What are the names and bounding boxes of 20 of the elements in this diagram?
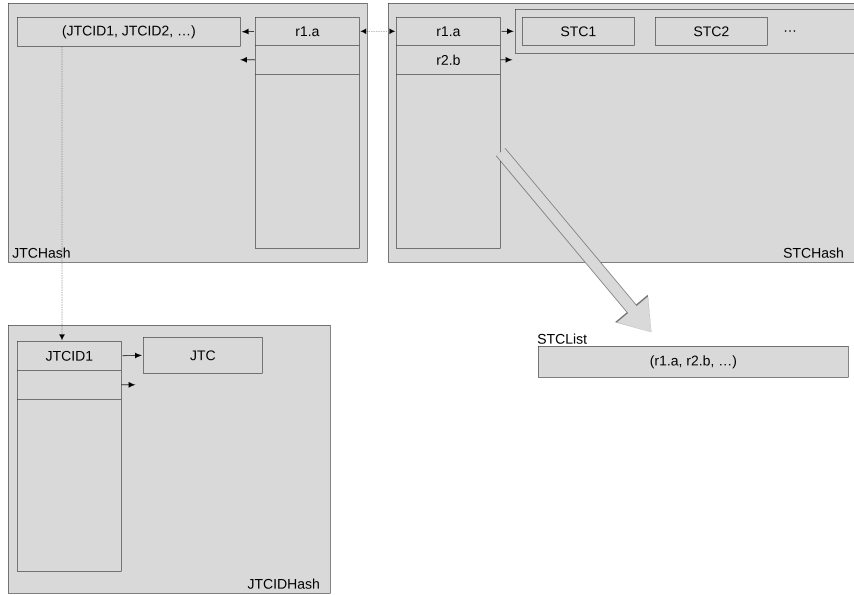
table-cell: JTCID1	[17, 341, 122, 371]
object-box: JTC	[143, 337, 263, 374]
list-box: (r1.a, r2.b, …) STCList	[538, 334, 849, 378]
arrow	[501, 28, 514, 34]
table-cell: r2.b	[396, 45, 501, 75]
table-cell: r1.a	[396, 17, 501, 46]
dotted-arrow	[59, 46, 65, 340]
arrow	[240, 57, 256, 62]
arrow	[122, 352, 142, 358]
list-box: (JTCID1, JTCID2, …)	[17, 17, 241, 47]
arrow	[121, 382, 135, 388]
arrow	[242, 28, 254, 34]
table-cell: r1.a	[255, 17, 360, 46]
table-cell	[255, 45, 360, 75]
arrow	[500, 57, 512, 62]
list-item-box: STC1	[522, 17, 635, 46]
dotted-arrow	[360, 28, 395, 34]
node-label: STCList	[538, 334, 587, 344]
table-cell	[17, 370, 122, 400]
list-item-box: STC2	[655, 17, 768, 46]
